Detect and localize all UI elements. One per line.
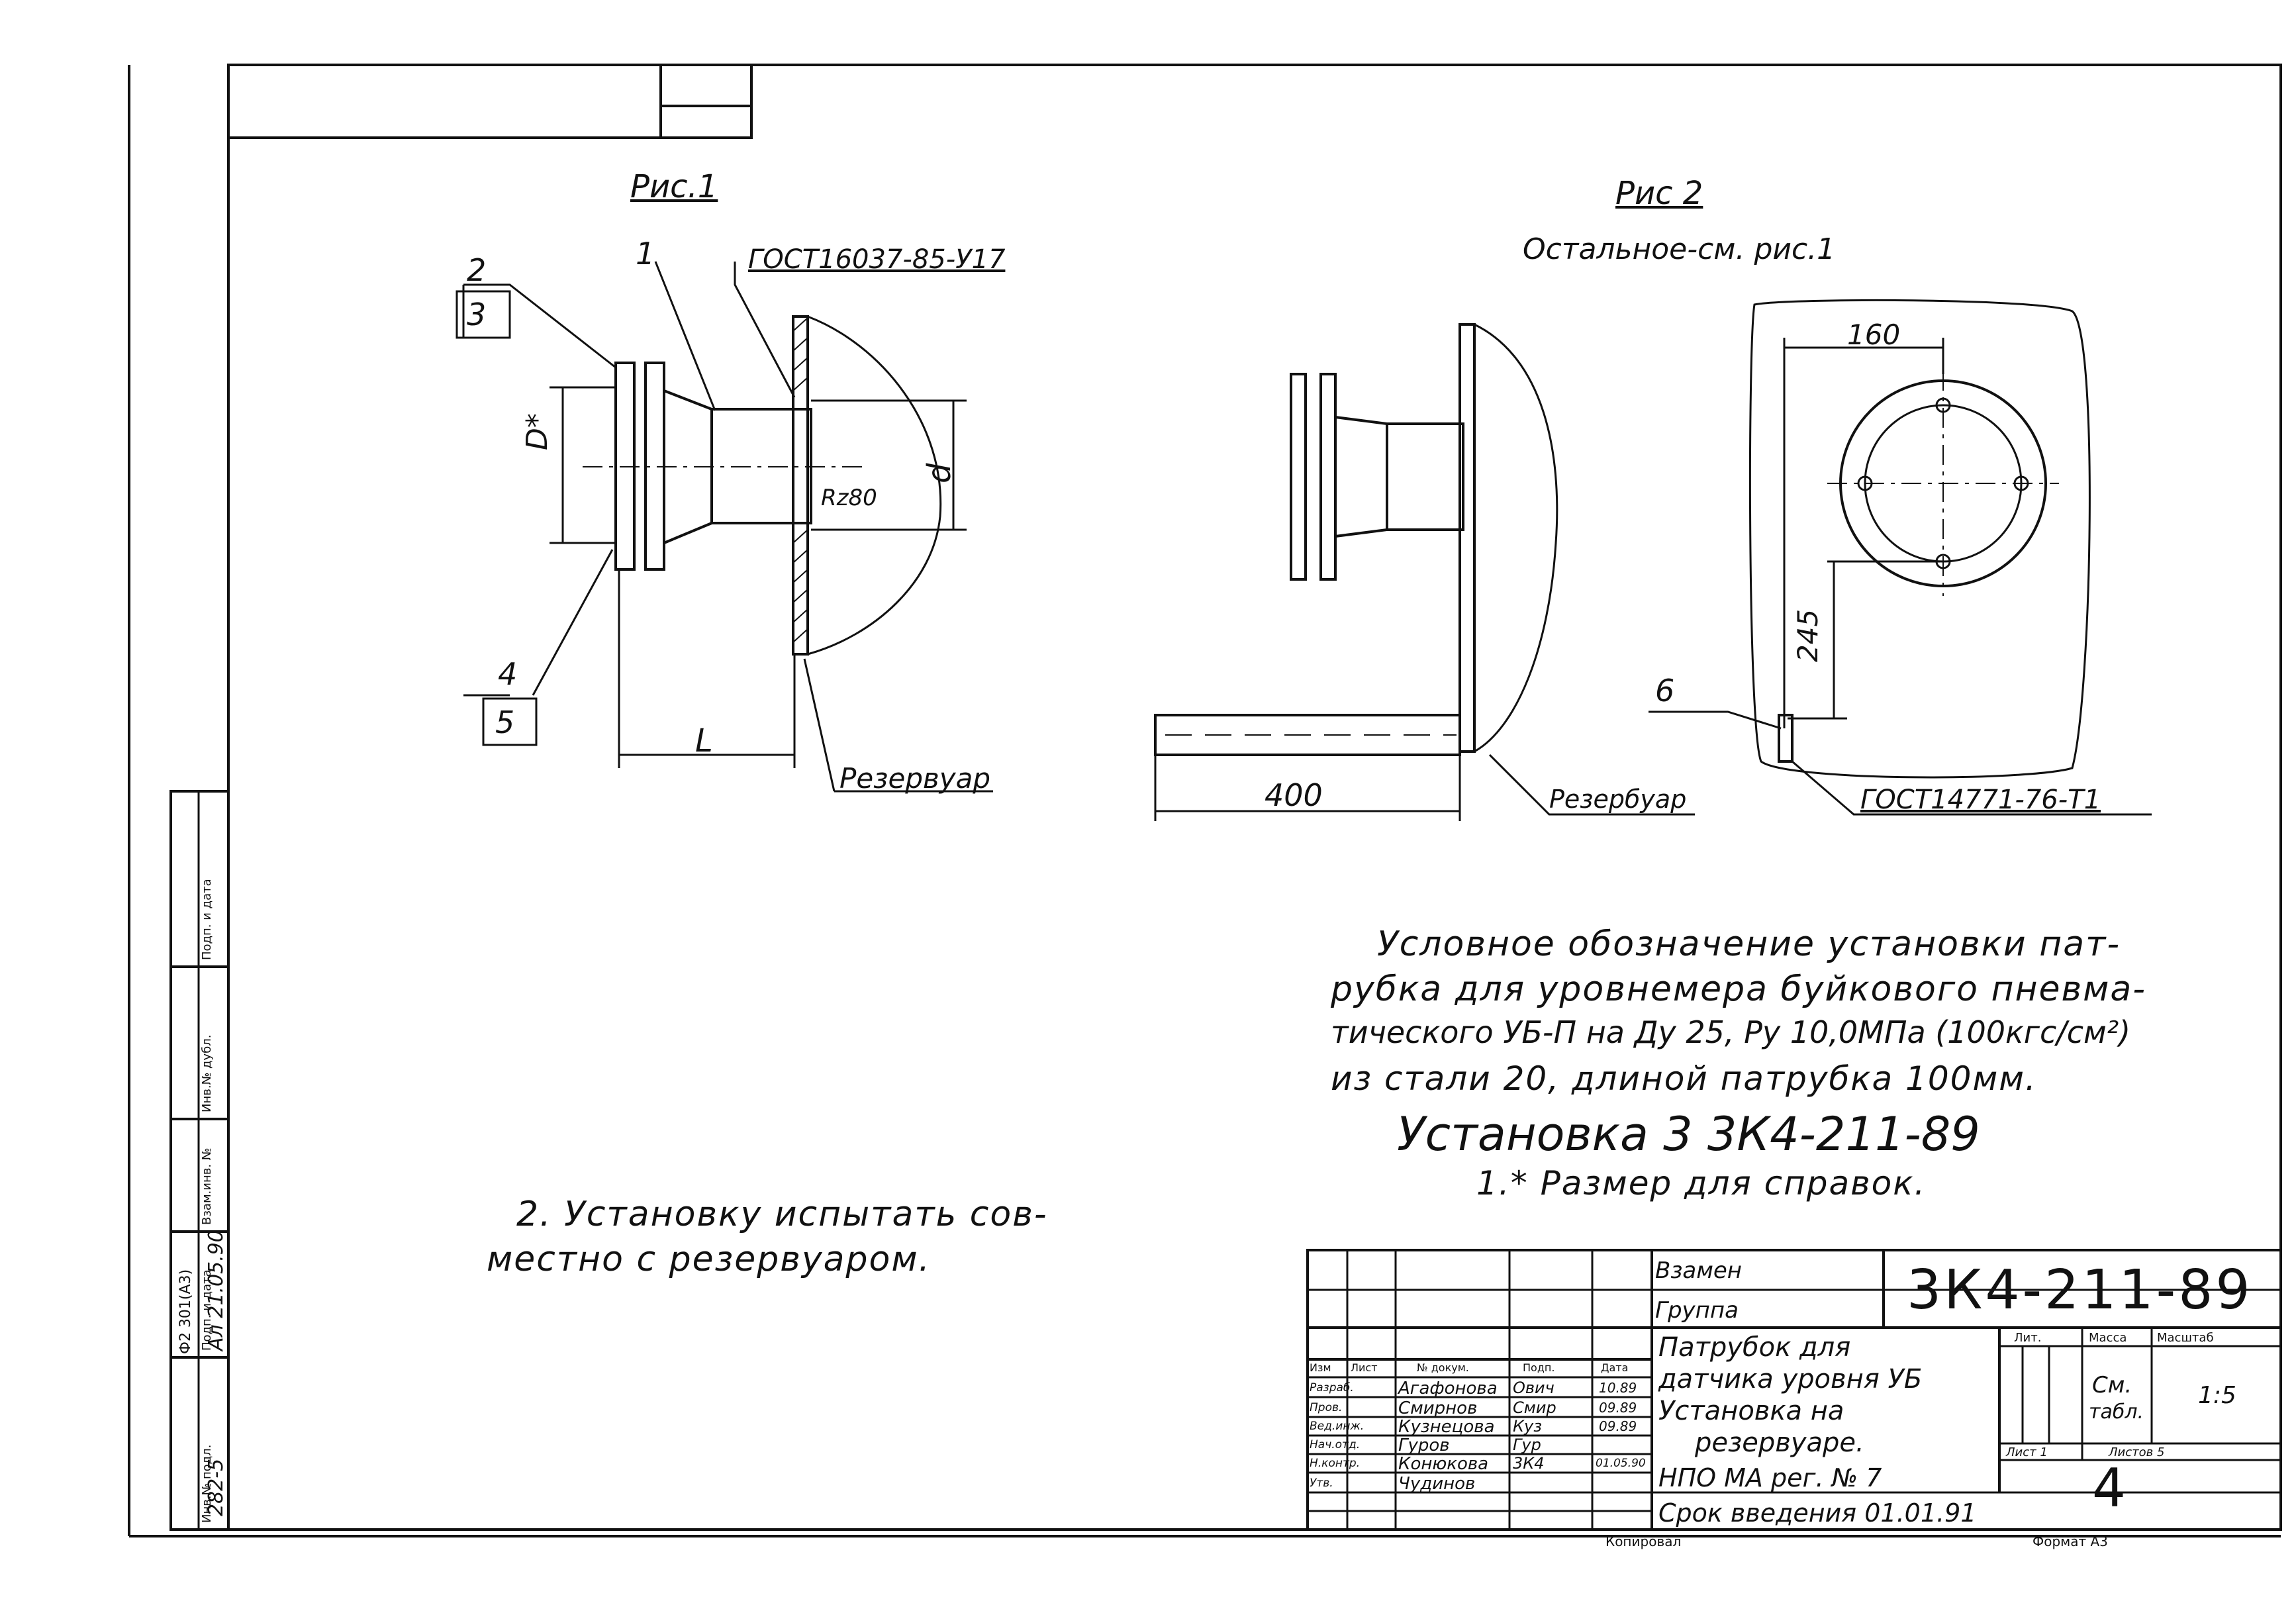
fig1-title: Рис.1 [630, 168, 718, 205]
fig1-callout-1: 1 [636, 236, 655, 271]
tb-row-name: Конюкова [1398, 1454, 1489, 1474]
tb-hdr-massa: Масса [2089, 1331, 2127, 1345]
tb-hdr-podp: Подп. [1523, 1361, 1555, 1374]
tb-hdr-masshtab: Масштаб [2157, 1331, 2214, 1345]
tb-row-date: 10.89 [1599, 1380, 1637, 1396]
tb-row-sign: Гур [1513, 1436, 1541, 1454]
side-form: Ф2 301(А3) [177, 1269, 194, 1354]
fig1-tank-label: Резервуар [839, 762, 991, 795]
side-inv-dubl: Инв.№ дубл. [200, 1034, 214, 1112]
fig1-dim-D: D* [520, 413, 554, 450]
tb-row-name: Агафонова [1398, 1379, 1498, 1398]
tb-row-sign: Куз [1513, 1417, 1543, 1436]
tb-gruppa: Группа [1655, 1297, 1739, 1324]
fig1-callout-5: 5 [495, 705, 515, 740]
tb-row-role: Н.контр. [1310, 1457, 1361, 1470]
tb-org: НПО МА рег. № 7 [1658, 1463, 1882, 1492]
tb-row-role: Утв. [1310, 1477, 1333, 1490]
tb-hdr-doc: № докум. [1417, 1361, 1469, 1374]
tb-row-role: Пров. [1310, 1401, 1343, 1414]
designation-line-4: из стали 20, длиной патрубка 100мм. [1331, 1059, 2037, 1098]
fig1-drawing [455, 261, 993, 793]
fig2-gost-weld: ГОСТ14771-76-Т1 [1860, 785, 2101, 815]
tb-row-role: Нач.отд. [1310, 1438, 1361, 1451]
fig1-callout-2: 2 [467, 252, 487, 288]
tb-row-role: Разраб. [1310, 1381, 1354, 1394]
fig1-dim-L: L [695, 722, 713, 759]
tb-name-line-1: Патрубок для [1658, 1332, 1851, 1363]
fig2-tank-label: Резербуар [1549, 785, 1687, 814]
fig2-plan-drawing [1649, 299, 2152, 816]
tb-hdr-izm: Изм [1310, 1361, 1331, 1374]
tb-code: 3К4-211-89 [1907, 1259, 2253, 1322]
tb-name-line-4: резервуаре. [1695, 1428, 1864, 1458]
tb-row-name: Смирнов [1398, 1398, 1478, 1418]
side-date-value: Ал 21.05.90 [205, 1230, 228, 1351]
tb-vzamen: Взамен [1655, 1257, 1743, 1284]
tb-row-date: 01.05.90 [1596, 1457, 1646, 1470]
note-1: 1.* Размер для справок. [1476, 1164, 1927, 1202]
fig2-dim-245: 245 [1792, 609, 1824, 662]
fig1-callout-4: 4 [498, 656, 518, 692]
fig2-dim-400: 400 [1265, 777, 1323, 813]
side-stamp [169, 790, 230, 1531]
tb-sheet-no: 4 [2092, 1457, 2126, 1519]
fig1-gost-weld: ГОСТ16037-85-У17 [748, 244, 1006, 275]
tb-row-name: Гуров [1398, 1436, 1450, 1455]
tb-row-name: Кузнецова [1398, 1417, 1495, 1437]
installation-title: Установка 3 3К4-211-89 [1397, 1107, 1980, 1161]
tb-massa-val-1: См. [2092, 1372, 2132, 1398]
fig2-subtitle: Остальное-см. рис.1 [1523, 232, 1836, 266]
tb-name-line-3: Установка на [1658, 1396, 1844, 1426]
tb-hdr-lit: Лит. [2014, 1331, 2042, 1345]
note-2-line-2: местно с резервуаром. [487, 1240, 932, 1279]
tb-row-date: 09.89 [1599, 1418, 1637, 1434]
top-left-stamp [227, 64, 753, 139]
tb-row-sign: Ович [1513, 1379, 1555, 1397]
tb-hdr-list: Лист [1351, 1361, 1378, 1374]
fig1-callout-3: 3 [467, 297, 487, 332]
side-inv-value: 282-5 [205, 1458, 228, 1516]
fig1-roughness: Rz80 [821, 485, 877, 511]
fig2-dim-160: 160 [1847, 318, 1901, 351]
fig2-callout-6: 6 [1655, 673, 1675, 708]
tb-scale-val: 1:5 [2198, 1382, 2236, 1409]
tb-list-label: Лист 1 [2006, 1445, 2048, 1459]
tb-kopiroval: Копировал [1605, 1534, 1682, 1549]
tb-row-sign: 3К4 [1513, 1454, 1545, 1473]
tb-hdr-data: Дата [1601, 1361, 1629, 1374]
designation-line-2: рубка для уровнемера буйкового пневма- [1331, 969, 2146, 1009]
fig2-title: Рис 2 [1615, 175, 1703, 212]
tb-srok: Срок введения 01.01.91 [1658, 1498, 1977, 1528]
fig1-hatch [792, 317, 808, 643]
title-block [1306, 1249, 2282, 1531]
tb-row-date: 09.89 [1599, 1400, 1637, 1416]
tb-name-line-2: датчика уровня УБ [1658, 1364, 1923, 1394]
fig1-dim-d: d [921, 463, 958, 483]
fig2-side-drawing [1154, 323, 1695, 821]
tb-listov-label: Листов 5 [2109, 1445, 2165, 1459]
designation-line-1: Условное обозначение установки пат- [1377, 924, 2121, 964]
tb-row-role: Вед.инж. [1310, 1420, 1364, 1433]
tb-row-name: Чудинов [1398, 1474, 1476, 1494]
side-vzam-inv: Взам.инв. № [200, 1147, 214, 1226]
side-podp-data-2: Подп. и дата [200, 879, 214, 960]
tb-row-sign: Смир [1513, 1398, 1556, 1417]
designation-line-3: тического УБ-П на Ду 25, Ру 10,0МПа (100… [1331, 1014, 2131, 1050]
note-2-line-1: 2. Установку испытать сов- [516, 1195, 1048, 1234]
tb-format: Формат А3 [2033, 1534, 2108, 1549]
tb-massa-val-2: табл. [2089, 1400, 2144, 1424]
